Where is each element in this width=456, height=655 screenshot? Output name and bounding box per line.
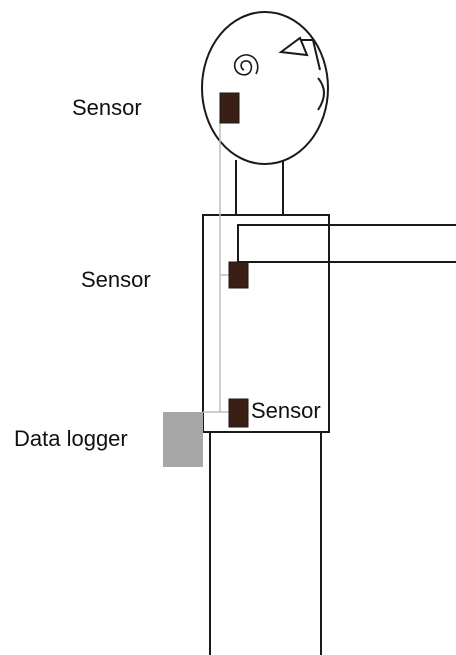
- chest-sensor: [229, 262, 248, 288]
- arm-outline: [238, 225, 456, 262]
- data-logger-label: Data logger: [14, 428, 128, 450]
- spiral-icon: [235, 55, 258, 75]
- ear-outline: [318, 78, 324, 110]
- head-outline: [202, 12, 328, 164]
- head-sensor-label: Sensor: [72, 97, 142, 119]
- chest-sensor-label: Sensor: [81, 269, 151, 291]
- glasses-outline: [281, 38, 320, 70]
- waist-sensor: [229, 399, 248, 427]
- data-logger-box: [163, 412, 203, 467]
- head-sensor: [220, 93, 239, 123]
- waist-sensor-label: Sensor: [251, 400, 321, 422]
- sensor-cable: [203, 120, 229, 412]
